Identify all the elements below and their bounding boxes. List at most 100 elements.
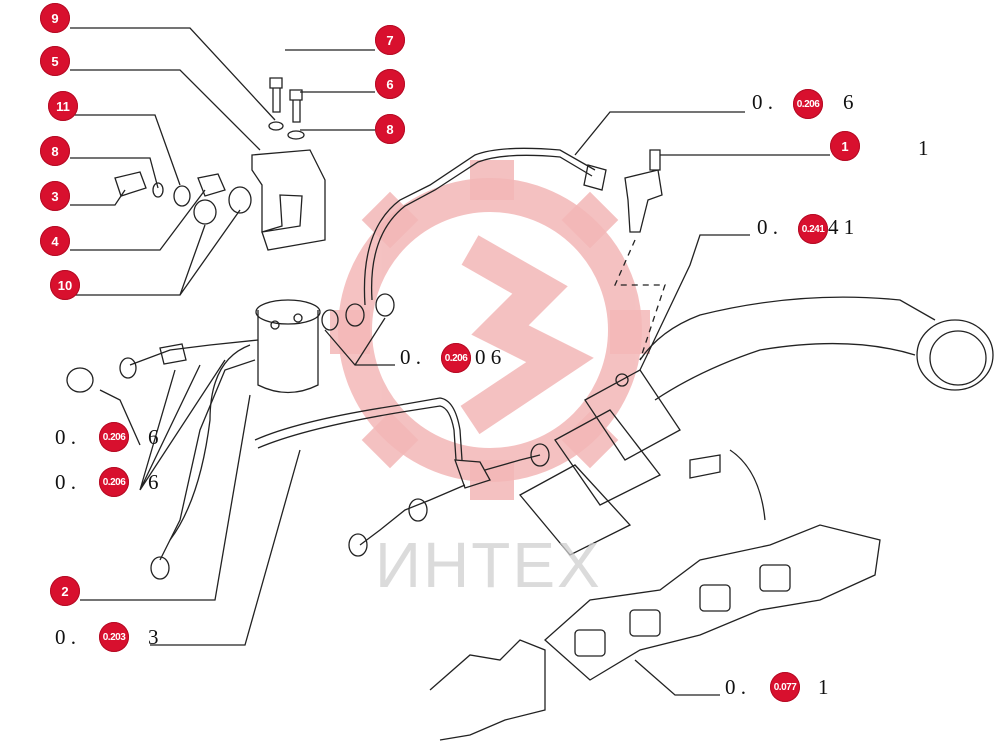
flange-lower [518, 464, 632, 556]
bracket-5 [251, 149, 326, 251]
ref-0203-suffix: 3 [148, 625, 159, 649]
intake-pipe-end-inner [929, 330, 987, 386]
ref-0206-top-badge[interactable]: 0.206 [793, 89, 823, 119]
callout-10[interactable]: 10 [50, 270, 80, 300]
ref-0206-left1-badge[interactable]: 0.206 [99, 422, 129, 452]
callout-7[interactable]: 7 [375, 25, 405, 55]
flange-stud [689, 454, 721, 479]
ref-0077-prefix: 0 . [725, 675, 746, 699]
fuel-filter-top [255, 299, 321, 325]
nut-10 [197, 173, 226, 197]
pipe-to-manifold [484, 454, 541, 471]
ref-0241-badge[interactable]: 0.241 [798, 214, 828, 244]
pipe-left-lower [159, 359, 256, 561]
washer-9 [268, 121, 284, 131]
leader-11 [70, 114, 181, 186]
watermark-text: ИНТЕХ [375, 529, 602, 601]
curved-line-right [729, 449, 766, 521]
ref-0206-top-suffix: 6 [843, 90, 854, 114]
leader-5 [70, 69, 261, 151]
leader-r5 [99, 389, 141, 446]
banjo-nut-left [66, 367, 94, 393]
banjo-end-bottom [150, 556, 170, 580]
injector-1 [624, 149, 663, 233]
washer-8 [287, 130, 305, 140]
banjo-end-left [119, 357, 137, 379]
gasket-port-3 [699, 584, 731, 612]
upper-fuel-pipe-inner [370, 154, 593, 301]
ref-0203-prefix: 0 . [55, 625, 76, 649]
callout-8-left[interactable]: 8 [40, 136, 70, 166]
ref-injector-suffix: 1 [918, 136, 929, 160]
washer-c [375, 293, 395, 317]
gasket-port-2 [629, 609, 661, 637]
fuel-filter [257, 310, 319, 394]
gasket-port-4 [759, 564, 791, 592]
sleeve-3 [114, 171, 147, 197]
leader-r4 [324, 317, 395, 366]
leader-r6 [139, 359, 226, 491]
pipe-left-upper [129, 339, 259, 366]
callout-3[interactable]: 3 [40, 181, 70, 211]
callout-4[interactable]: 4 [40, 226, 70, 256]
ref-0206-left1-suffix: 6 [148, 425, 159, 449]
callout-2[interactable]: 2 [50, 576, 80, 606]
leader-r7 [150, 449, 301, 646]
washer-b [345, 303, 365, 327]
ref-0206-mid-suffix: 0 6 [475, 345, 502, 369]
leader-2 [80, 394, 251, 601]
ref-0206-mid-badge[interactable]: 0.206 [441, 343, 471, 373]
leader-4 [70, 189, 206, 251]
ref-0206-left1-prefix: 0 . [55, 425, 76, 449]
pipe-left-loop [169, 344, 251, 541]
callout-1[interactable]: 1 [830, 131, 860, 161]
ring-10 [228, 186, 252, 214]
injector-dash-line [613, 239, 666, 361]
return-fuel-pipe [254, 397, 463, 461]
callout-5[interactable]: 5 [40, 46, 70, 76]
ref-0206-mid-prefix: 0 . [400, 345, 421, 369]
ref-0206-left2-prefix: 0 . [55, 470, 76, 494]
ref-0241-prefix: 0 . [757, 215, 778, 239]
callout-6[interactable]: 6 [375, 69, 405, 99]
ref-0206-left2-badge[interactable]: 0.206 [99, 467, 129, 497]
tee-fitting [454, 459, 491, 489]
return-fuel-pipe-inner [257, 405, 457, 461]
leader-10 [70, 209, 241, 296]
leader-r8 [634, 659, 720, 696]
manifold-gasket [544, 524, 881, 681]
pipe-lower-left [359, 484, 466, 546]
fuel-filter-port-b [293, 313, 303, 323]
callout-11[interactable]: 11 [48, 91, 78, 121]
lower-manifold [429, 639, 546, 741]
bolt-6 [289, 89, 303, 123]
leader-r3 [639, 234, 750, 371]
callout-8-top[interactable]: 8 [375, 114, 405, 144]
intake-pipe [639, 296, 936, 401]
ref-0203-badge[interactable]: 0.203 [99, 622, 129, 652]
banjo-lower [348, 533, 368, 557]
upper-fuel-pipe [363, 147, 596, 306]
ref-0077-suffix: 1 [818, 675, 829, 699]
leader-9 [70, 27, 276, 121]
ref-0206-top-prefix: 0 . [752, 90, 773, 114]
ring-8 [152, 182, 164, 198]
leader-8b [70, 157, 159, 189]
ref-0206-left2-suffix: 6 [148, 470, 159, 494]
ref-0241-suffix: 4 1 [828, 215, 855, 239]
leader-r1 [574, 111, 745, 156]
ref-0077-badge[interactable]: 0.077 [770, 672, 800, 702]
bolt-7 [269, 77, 283, 113]
washer-11 [173, 185, 191, 207]
callout-9[interactable]: 9 [40, 3, 70, 33]
pipe-fitting-nut [159, 343, 187, 365]
leader-3 [70, 189, 126, 206]
flange-hole [615, 373, 629, 387]
fuel-filter-port-a [270, 320, 280, 330]
washer-a [321, 309, 339, 331]
intake-pipe-end [916, 319, 994, 391]
flange-middle [554, 409, 661, 506]
banjo-manifold [530, 443, 550, 467]
